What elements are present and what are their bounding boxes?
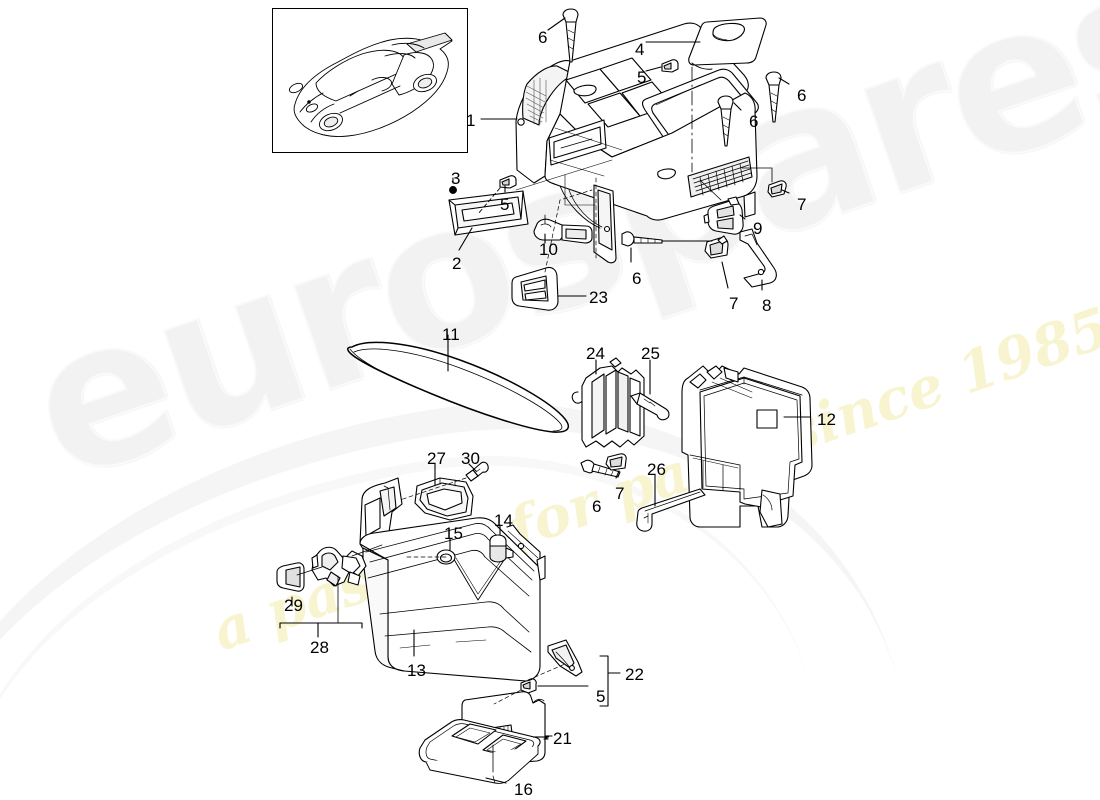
part-10-latch-striker bbox=[533, 218, 593, 244]
part-8-bracket bbox=[739, 228, 777, 288]
part-27-handle-recess bbox=[414, 477, 474, 521]
part-7-retaining-clip-a bbox=[767, 180, 787, 198]
leader-lines bbox=[279, 17, 811, 784]
part-25-screw-long bbox=[630, 392, 670, 421]
part-2-cover-trim-strip bbox=[448, 190, 529, 236]
part-28-clip-assembly bbox=[311, 546, 367, 587]
vehicle-inset-illustration bbox=[288, 32, 453, 137]
callout-6-a: 6 bbox=[538, 28, 548, 47]
callout-26: 26 bbox=[647, 460, 666, 479]
part-22-bracket bbox=[547, 639, 609, 707]
callout-30: 30 bbox=[461, 449, 480, 468]
callout-8: 8 bbox=[762, 296, 772, 315]
callout-3: 3 bbox=[451, 169, 461, 188]
part-1-rear-trim-panel bbox=[515, 22, 759, 264]
callout-12: 12 bbox=[817, 410, 836, 429]
callout-4: 4 bbox=[635, 40, 645, 59]
part-26-retaining-strap bbox=[636, 488, 706, 532]
part-30-screw-small bbox=[465, 461, 489, 482]
part-4-lid-cover bbox=[688, 17, 767, 70]
part-5-clip-b bbox=[499, 175, 517, 189]
callout-14: 14 bbox=[494, 511, 513, 530]
callout-10: 10 bbox=[539, 240, 558, 259]
callout-6-e: 6 bbox=[592, 497, 602, 516]
part-11-parcel-shelf-seal bbox=[347, 341, 569, 433]
part-6-screw-b bbox=[765, 71, 782, 123]
callout-27: 27 bbox=[427, 449, 446, 468]
callout-5-a: 5 bbox=[637, 68, 647, 87]
part-23-handle-trim bbox=[511, 266, 559, 311]
callout-28: 28 bbox=[310, 638, 329, 657]
part-6-screw-a bbox=[562, 8, 579, 63]
callout-22: 22 bbox=[625, 665, 644, 684]
part-6-screw-e bbox=[580, 459, 621, 478]
part-7-retaining-clip-c bbox=[605, 453, 627, 471]
part-14-grommet-plug bbox=[489, 534, 514, 563]
callout-25: 25 bbox=[641, 344, 660, 363]
callout-6-c: 6 bbox=[749, 112, 759, 131]
callout-5-c: 5 bbox=[596, 687, 606, 706]
part-6-screw-c bbox=[717, 95, 734, 147]
callout-6-b: 6 bbox=[797, 86, 807, 105]
callout-15: 15 bbox=[444, 524, 463, 543]
part-3-pin bbox=[449, 186, 457, 194]
callout-7-a: 7 bbox=[797, 195, 807, 214]
callout-16: 16 bbox=[514, 780, 533, 799]
part-29-spacer-clip bbox=[276, 562, 305, 592]
part-24-control-unit-holder bbox=[571, 357, 645, 448]
callout-9: 9 bbox=[753, 219, 763, 238]
callout-29: 29 bbox=[284, 596, 303, 615]
callout-5-b: 5 bbox=[500, 195, 510, 214]
part-6-screw-d bbox=[621, 231, 663, 247]
callout-13: 13 bbox=[407, 661, 426, 680]
callout-24: 24 bbox=[586, 344, 605, 363]
callout-7-c: 7 bbox=[615, 484, 625, 503]
part-5-clip-a bbox=[661, 59, 679, 73]
callout-23: 23 bbox=[589, 288, 608, 307]
callout-21: 21 bbox=[553, 729, 572, 748]
callout-6-d: 6 bbox=[632, 269, 642, 288]
part-9-lock-catch bbox=[703, 196, 744, 235]
callout-11: 11 bbox=[442, 325, 460, 344]
callout-7-b: 7 bbox=[729, 294, 739, 313]
part-7-retaining-clip-b bbox=[704, 235, 729, 259]
part-13-luggage-compartment-liner bbox=[359, 477, 546, 682]
part-12-side-trim-panel bbox=[681, 365, 813, 528]
part-16-floor-tray bbox=[418, 719, 541, 784]
callout-1: 1 bbox=[466, 111, 476, 130]
callout-2: 2 bbox=[452, 254, 462, 273]
